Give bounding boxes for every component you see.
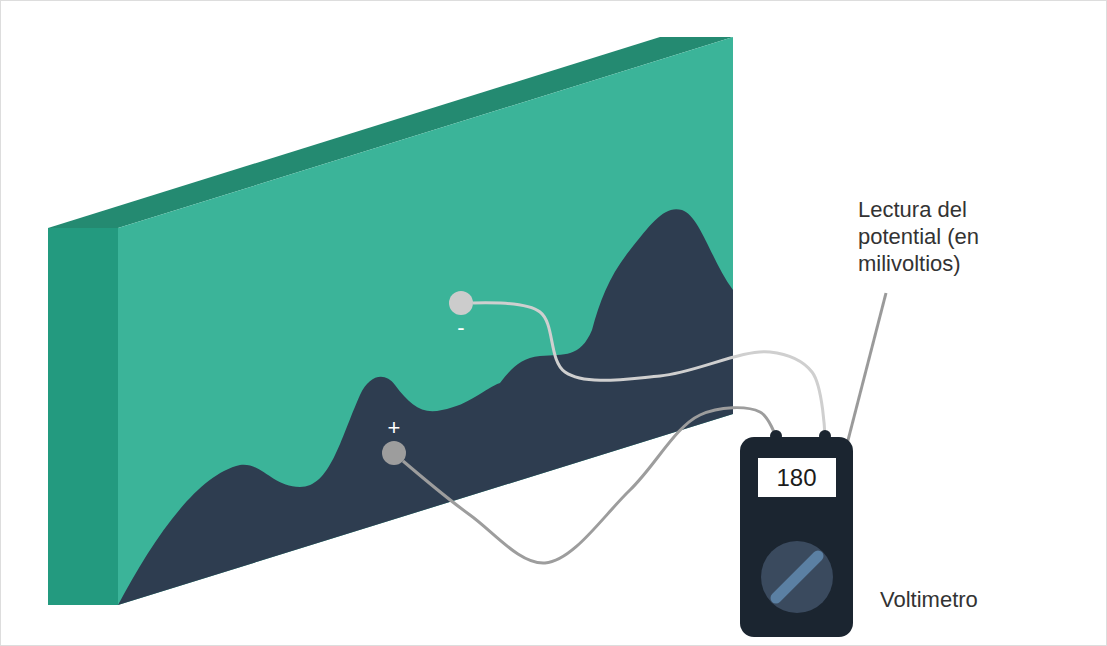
knob-indicator [776, 556, 818, 598]
wire [403, 408, 776, 563]
polarity-sign: + [388, 415, 401, 441]
dark-region [118, 209, 733, 605]
electrode-contact [382, 441, 406, 465]
electrode-contact [449, 291, 473, 315]
voltmeter-display: 180 [758, 458, 836, 497]
voltmeter-knob [761, 541, 833, 613]
slab-side [48, 228, 118, 605]
device-name: Voltimetro [880, 587, 978, 613]
electrode: + [382, 415, 406, 465]
polarity-sign: - [457, 315, 464, 341]
leader-line [846, 293, 886, 448]
slab-front [118, 37, 733, 605]
reading-value: 180 [770, 464, 822, 492]
wire [473, 303, 825, 437]
voltmeter-body: Voltimetro180 [740, 437, 853, 637]
electrode: - [449, 291, 473, 341]
callout-label: Lectura del potential (en milivoltios) [858, 196, 1048, 277]
